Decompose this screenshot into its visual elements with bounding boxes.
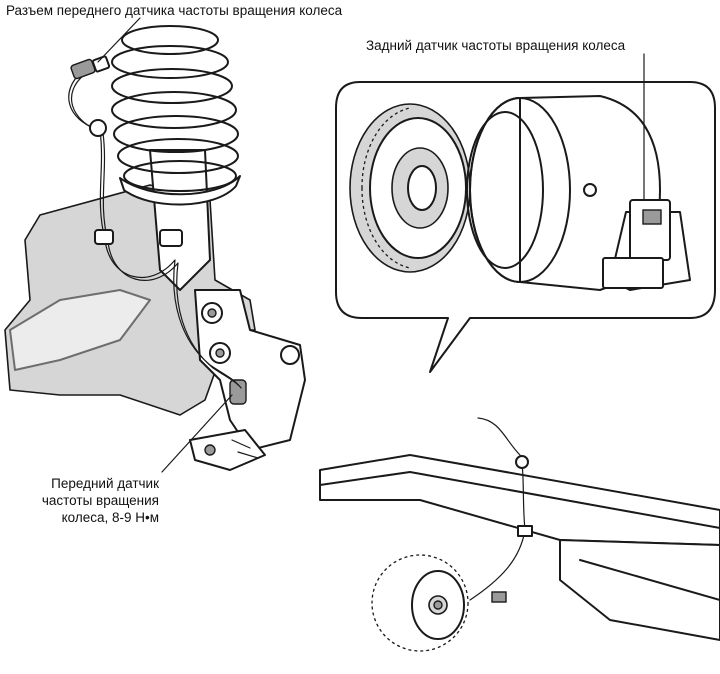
front-connector-label: Разъем переднего датчика частоты вращени… [6,3,343,18]
coil-spring [111,25,241,206]
rear-sensor-body [602,199,691,291]
front-suspension-drawing [4,17,306,473]
rear-axle-drawing [319,417,720,652]
front-sensor-label-line-1: Передний датчик [51,476,159,491]
front-sensor-label-line-2: частоты вращения [41,493,159,508]
steering-knuckle [189,289,306,471]
front-sensor-label: Передний датчик частоты вращения колеса,… [6,475,159,526]
rear-sensor-label: Задний датчик частоты вращения колеса [366,38,626,53]
front-sensor-label-line-3: колеса, 8-9 Н•м [61,510,159,525]
tone-ring [349,103,471,273]
rear-sensor-callout [335,53,716,373]
